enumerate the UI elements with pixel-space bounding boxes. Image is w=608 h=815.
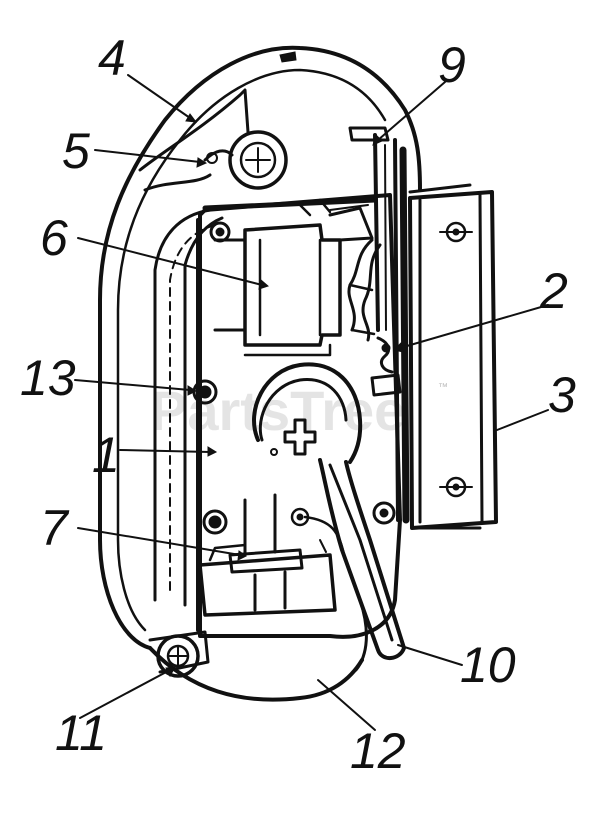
callout-1: 1 (92, 427, 120, 483)
side-plate (372, 183, 498, 530)
bottom-block (198, 493, 337, 617)
callout-6: 6 (40, 210, 68, 266)
spring-wires (347, 238, 382, 342)
callout-10: 10 (460, 637, 516, 693)
switch-body (209, 198, 374, 357)
pivot-boss (203, 130, 288, 190)
callout-13: 13 (20, 350, 76, 406)
callout-3: 3 (548, 367, 576, 423)
watermark-trademark: ™ (438, 382, 448, 393)
callout-labels: 4 5 6 9 2 3 13 1 7 10 11 12 (20, 30, 576, 779)
spring-clip (370, 336, 402, 397)
lever-arm (290, 458, 406, 660)
bottom-pivot (148, 630, 210, 678)
plate-screw-top (439, 221, 473, 243)
callout-9: 9 (438, 37, 466, 93)
housing (98, 45, 422, 702)
callout-12: 12 (350, 723, 406, 779)
callout-7: 7 (40, 500, 70, 556)
screw-lower (202, 509, 228, 535)
callout-11: 11 (55, 705, 107, 761)
right-rail (348, 126, 410, 524)
leader-lines (74, 74, 549, 731)
plate-screw-bottom (439, 476, 473, 498)
callout-5: 5 (62, 123, 90, 179)
callout-4: 4 (98, 30, 126, 86)
callout-2: 2 (539, 263, 568, 319)
center-cam (252, 362, 363, 464)
